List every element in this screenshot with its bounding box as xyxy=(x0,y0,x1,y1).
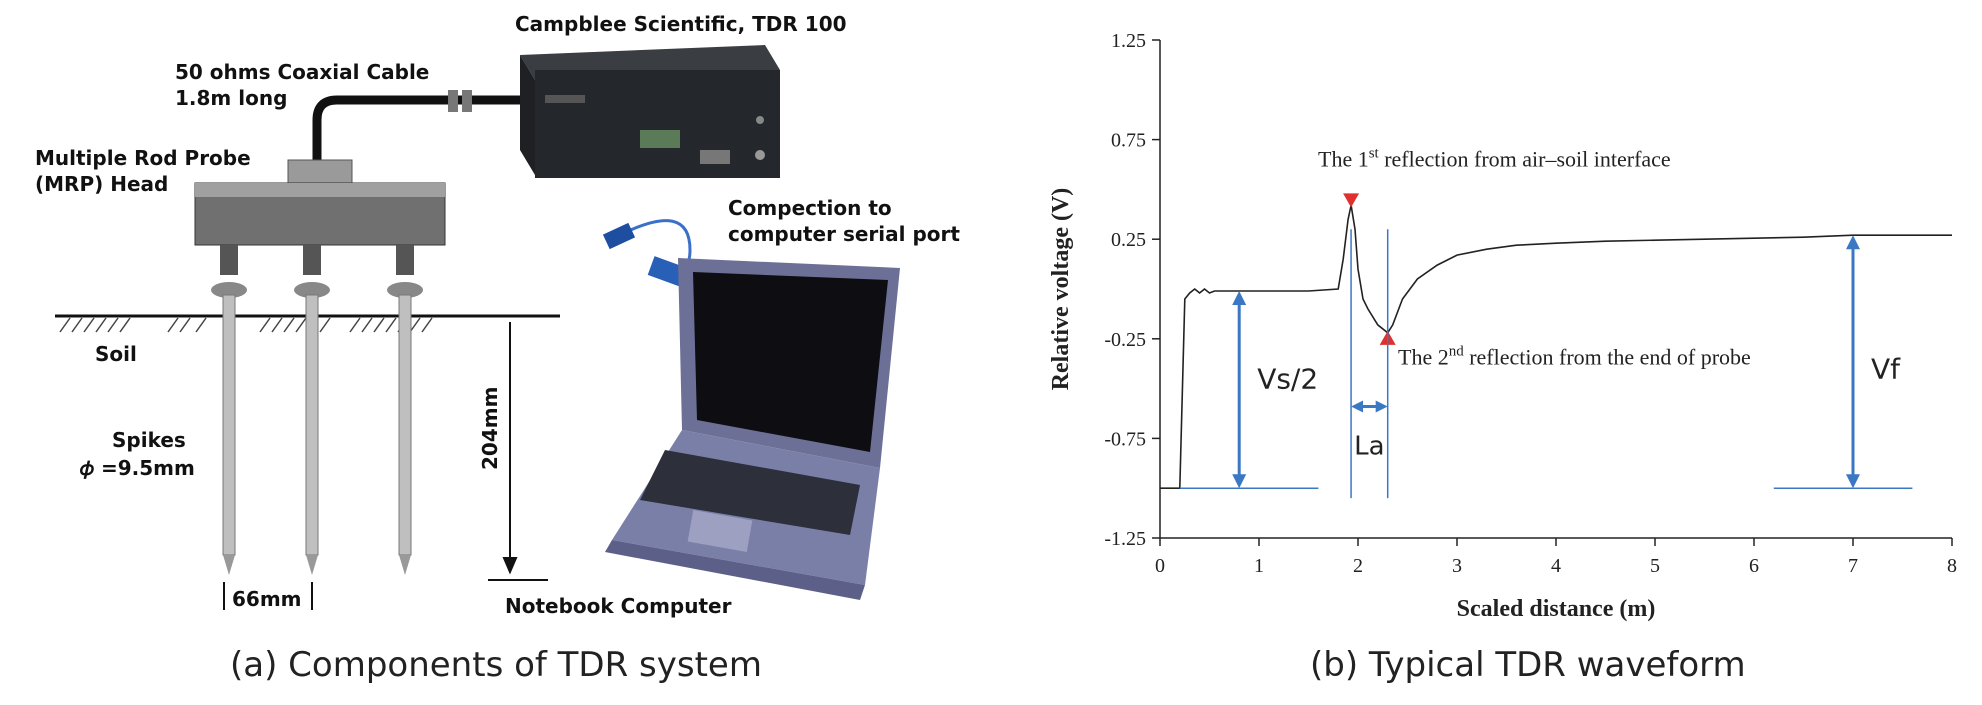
tdr-waveform-chart: 1.25 0.75 0.25 -0.25 -0.75 -1.25 0 1 2 3 4 5 6 7 8Scal… xyxy=(1048,30,1957,622)
x-tick-label: 3 xyxy=(1452,555,1462,577)
notebook-label: Notebook Computer xyxy=(505,594,732,618)
y-tick-label: 0.25 xyxy=(1111,229,1146,251)
soil-hatching xyxy=(59,317,433,333)
y-tick-label: -1.25 xyxy=(1104,528,1146,550)
mrp-head xyxy=(194,159,446,246)
device-label: Campblee Scientific, TDR 100 xyxy=(515,12,847,36)
x-tick-label: 1 xyxy=(1254,555,1264,577)
head-label-line2: (MRP) Head xyxy=(35,172,169,196)
depth-dimension xyxy=(488,322,548,581)
x-tick-label: 8 xyxy=(1947,555,1957,577)
x-tick-label: 0 xyxy=(1155,555,1165,577)
x-tick-label: 4 xyxy=(1551,555,1561,577)
vs-arrowhead-top xyxy=(1232,290,1247,305)
first-reflection-annotation: The 1st reflection from air–soil interfa… xyxy=(1318,145,1671,171)
coax-cable xyxy=(312,95,520,175)
x-tick-label: 2 xyxy=(1353,555,1363,577)
vf-arrowhead-top xyxy=(1846,235,1860,250)
y-tick-label: 0.75 xyxy=(1111,130,1146,152)
tdr-components-diagram xyxy=(55,45,900,610)
head-label-line1: Multiple Rod Probe xyxy=(35,146,251,170)
y-tick-label: -0.25 xyxy=(1104,329,1146,351)
cable-label-line1: 50 ohms Coaxial Cable xyxy=(175,60,430,84)
x-tick-label: 5 xyxy=(1650,555,1660,577)
y-tick-label: -0.75 xyxy=(1104,428,1146,450)
spikes-diameter-label: 𝜙 =9.5mm xyxy=(80,456,195,480)
spike-middle xyxy=(294,245,330,575)
vf-arrowhead-bottom xyxy=(1846,474,1860,489)
caption-b: (b) Typical TDR waveform xyxy=(1310,645,1746,685)
x-tick-label: 6 xyxy=(1749,555,1759,577)
soil-label: Soil xyxy=(95,342,137,366)
la-label: La xyxy=(1354,431,1384,461)
usb-serial-cable xyxy=(602,219,692,288)
caption-a: (a) Components of TDR system xyxy=(230,645,762,685)
spike-left xyxy=(211,245,247,575)
cable-label-line2: 1.8m long xyxy=(175,86,288,110)
y-tick-label: 1.25 xyxy=(1111,30,1146,52)
notebook-computer xyxy=(605,258,900,600)
la-arrowhead-left xyxy=(1351,400,1364,413)
vf-label: Vf xyxy=(1871,353,1901,386)
spacing-label: 66mm xyxy=(232,587,302,611)
serial-label-line1: Compection to xyxy=(728,196,892,220)
cable-connector xyxy=(448,90,458,112)
x-axis-label: Scaled distance (m) xyxy=(1457,596,1656,622)
x-tick-label: 7 xyxy=(1848,555,1858,577)
y-axis-label: Relative voltage (V) xyxy=(1048,188,1074,391)
vs-arrowhead-bottom xyxy=(1232,474,1247,489)
tdr-device xyxy=(520,45,780,178)
depth-label: 204mm xyxy=(478,386,502,470)
second-reflection-annotation: The 2nd reflection from the end of probe xyxy=(1398,344,1751,370)
spacing-dimension xyxy=(223,582,313,610)
vs-label: Vs/2 xyxy=(1257,363,1318,396)
waveform-line-0 xyxy=(1160,205,1952,489)
spike-right xyxy=(387,245,423,575)
la-arrowhead-right xyxy=(1375,400,1388,413)
spikes-label: Spikes xyxy=(112,428,186,452)
serial-label-line2: computer serial port xyxy=(728,222,960,246)
first-reflection-marker xyxy=(1343,193,1360,208)
